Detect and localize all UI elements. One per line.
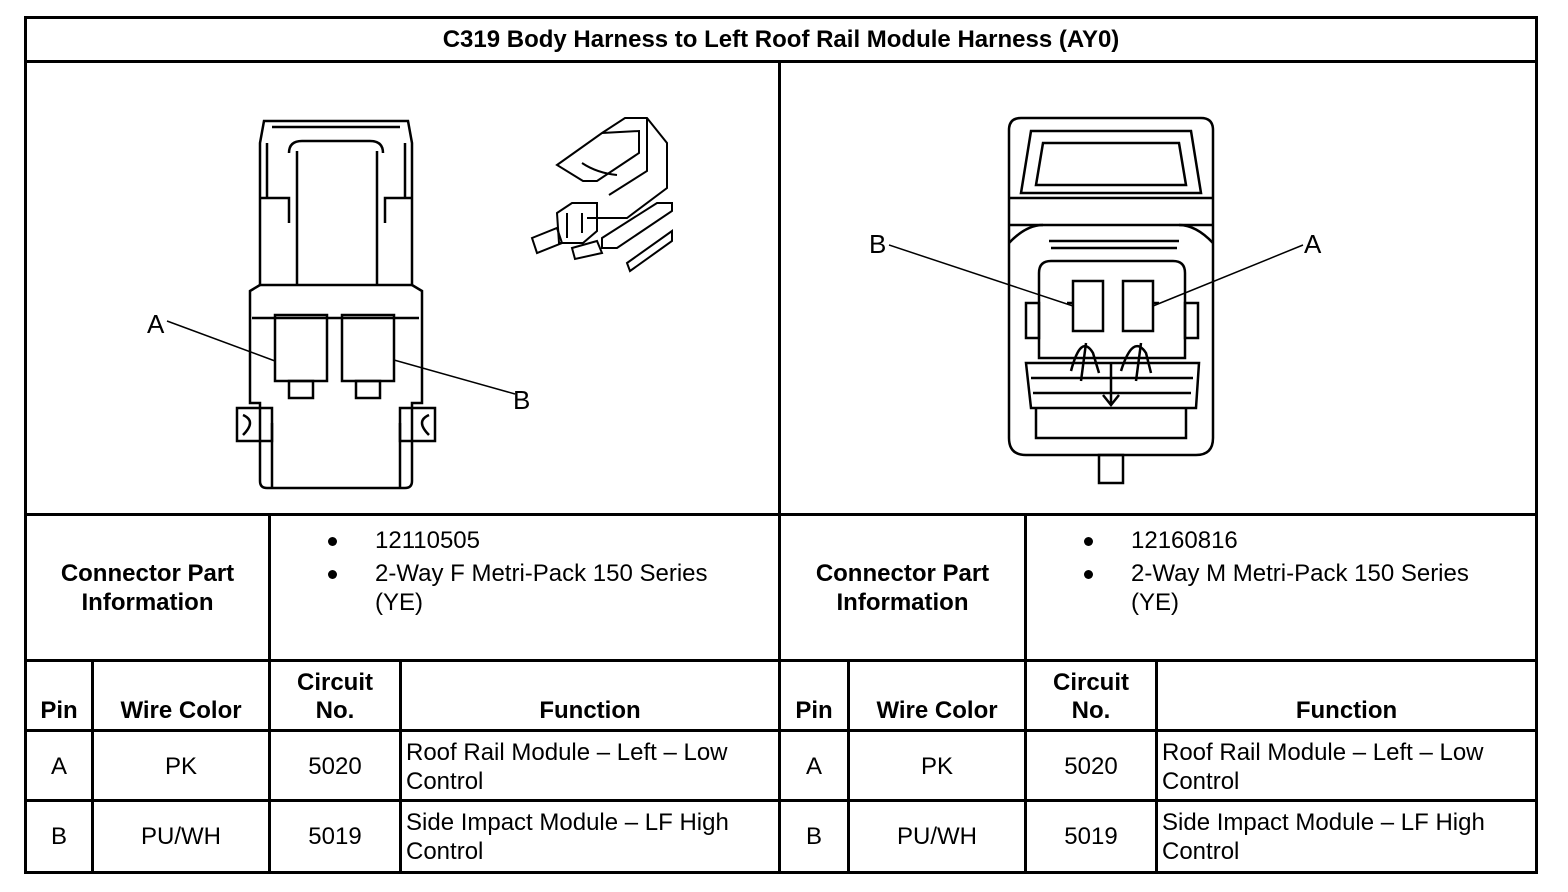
right-row-a-circuit: 5020 [1064,753,1118,780]
bullet-icon [328,570,337,579]
left-label-a: A [147,309,165,339]
connector-diagram-table: C319 Body Harness to Left Roof Rail Modu… [24,16,1538,874]
row-divider [24,799,1538,802]
bullet-icon [1084,537,1093,546]
left-row-b-wire-color: PU/WH [141,823,221,850]
left-row-a-function-2: Control [406,768,484,795]
left-row-b-circuit: 5019 [308,823,362,850]
left-col-divider-2 [91,659,94,874]
left-row-a-pin: A [50,753,67,780]
border-top [24,16,1538,19]
right-col-divider-1 [1024,513,1027,874]
left-col-divider-3 [399,659,402,874]
left-row-a-wire-color: PK [164,753,197,780]
title-divider [24,60,1538,63]
left-header-circuit-1: Circuit [296,669,373,696]
left-row-b-function-1: Side Impact Module – LF High [406,809,729,836]
left-row-a-circuit: 5020 [308,753,362,780]
right-row-a-pin: A [805,753,822,780]
right-connector-label-1: Connector Part [815,560,990,587]
right-label-a: A [1304,229,1322,259]
right-header-wire-color: Wire Color [876,697,998,724]
left-header-wire-color: Wire Color [120,697,242,724]
right-col-divider-3 [1155,659,1158,874]
border-right [1535,16,1538,874]
bullet-icon [1084,570,1093,579]
right-connector-label-2: Information [836,589,969,616]
border-left [24,16,27,874]
right-header-function: Function [1295,697,1398,724]
right-label-b: B [869,229,886,259]
info-divider [24,659,1538,662]
left-part-desc-2: (YE) [375,589,423,616]
border-bottom [24,871,1538,874]
right-row-a-wire-color: PK [920,753,953,780]
left-header-circuit-2: No. [315,697,355,724]
center-divider [778,60,781,874]
left-part-desc-1: 2-Way F Metri-Pack 150 Series [375,560,708,587]
left-row-b-function-2: Control [406,838,484,865]
right-header-circuit-2: No. [1071,697,1111,724]
left-connector-label-2: Information [81,589,214,616]
right-col-divider-2 [847,659,850,874]
left-col-divider-1 [268,513,271,874]
header-divider [24,729,1538,732]
left-part-number: 12110505 [375,527,480,554]
right-row-b-function-2: Control [1162,838,1240,865]
page-title: C319 Body Harness to Left Roof Rail Modu… [442,26,1120,53]
left-label-b: B [513,385,530,415]
right-row-b-wire-color: PU/WH [897,823,977,850]
right-row-a-function-1: Roof Rail Module – Left – Low [1162,739,1484,766]
left-row-b-pin: B [50,823,67,850]
right-header-circuit-1: Circuit [1052,669,1129,696]
left-connector-label-1: Connector Part [60,560,235,587]
right-part-desc-1: 2-Way M Metri-Pack 150 Series [1131,560,1469,587]
left-row-a-function-1: Roof Rail Module – Left – Low [406,739,728,766]
right-connector-drawing: B A [869,116,1322,485]
left-connector-drawing: A B [147,117,673,490]
right-part-number: 12160816 [1131,527,1238,554]
right-part-desc-2: (YE) [1131,589,1179,616]
image-divider [24,513,1538,516]
bullet-icon [328,537,337,546]
right-row-b-function-1: Side Impact Module – LF High [1162,809,1485,836]
right-row-b-pin: B [805,823,822,850]
left-header-pin: Pin [40,697,78,724]
right-row-b-circuit: 5019 [1064,823,1118,850]
right-row-a-function-2: Control [1162,768,1240,795]
right-header-pin: Pin [795,697,833,724]
left-header-function: Function [539,697,641,724]
